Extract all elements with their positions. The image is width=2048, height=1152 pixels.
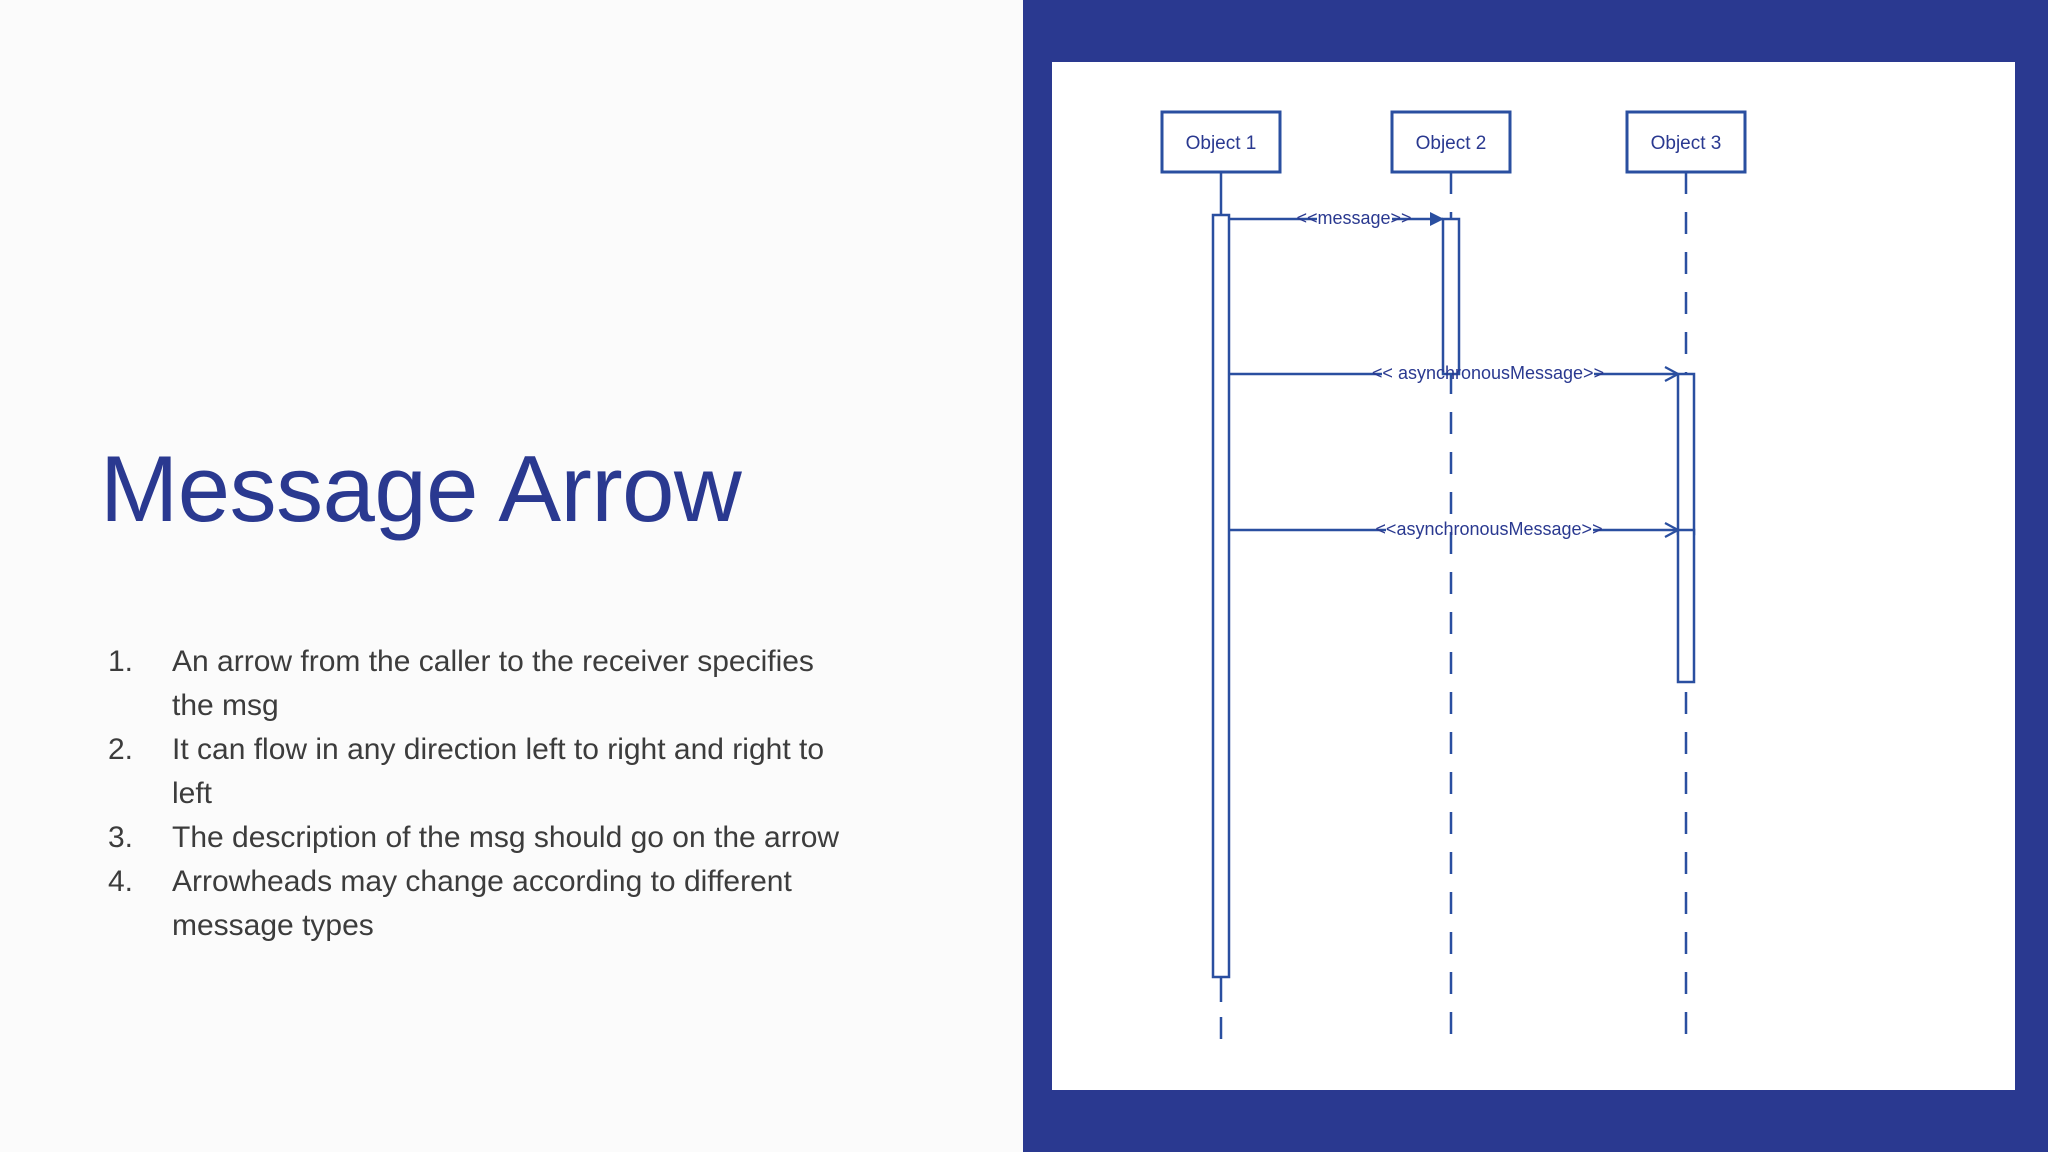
message-arrow-2: << asynchronousMessage>> <box>1229 363 1678 383</box>
message-arrow-1: <<message>> <box>1229 208 1444 228</box>
list-item-text: The description of the msg should go on … <box>172 821 840 854</box>
object-2-group: Object 2 <box>1390 110 1512 1047</box>
object-box-label: Object 3 <box>1651 133 1722 154</box>
diagram-frame: Object 1 Object 2 Object 3 <box>1023 0 2048 1152</box>
list-item-text: Arrowheads may change according to diffe… <box>172 865 792 942</box>
list-item: 3. The description of the msg should go … <box>100 816 900 860</box>
list-item: 1. An arrow from the caller to the recei… <box>100 640 900 728</box>
object-1-activation-bar <box>1211 213 1231 979</box>
left-content-pane: Message Arrow 1. An arrow from the calle… <box>0 0 1023 1152</box>
list-item: 4. Arrowheads may change according to di… <box>100 860 900 948</box>
object-3-activation-bar-1 <box>1676 372 1696 536</box>
list-item-text: It can flow in any direction left to rig… <box>172 733 825 810</box>
message-arrow-2-label: << asynchronousMessage>> <box>1372 363 1604 383</box>
sequence-diagram-canvas: Object 1 Object 2 Object 3 <box>1052 62 2015 1090</box>
object-2-activation-bar <box>1441 217 1461 376</box>
list-item-text: An arrow from the caller to the receiver… <box>172 645 814 722</box>
list-item-number: 3. <box>108 821 134 854</box>
page-title: Message Arrow <box>100 436 742 541</box>
message-arrow-3: <<asynchronousMessage>> <box>1229 519 1678 539</box>
object-box-object-1 <box>1160 110 1282 174</box>
numbered-bullet-list: 1. An arrow from the caller to the recei… <box>100 640 900 948</box>
object-box-label: Object 1 <box>1186 133 1257 154</box>
list-item-number: 4. <box>108 865 134 898</box>
object-3-activation-bar-2 <box>1676 528 1696 684</box>
list-item: 2. It can flow in any direction left to … <box>100 728 900 816</box>
list-item-number: 2. <box>108 733 134 766</box>
message-arrow-3-label: <<asynchronousMessage>> <box>1375 519 1602 539</box>
object-box-object-3 <box>1625 110 1747 174</box>
list-item-number: 1. <box>108 645 134 678</box>
object-box-label: Object 2 <box>1416 133 1487 154</box>
object-3-group: Object 3 <box>1625 110 1747 1047</box>
object-1-group: Object 1 <box>1160 110 1282 1047</box>
uml-sequence-diagram: Object 1 Object 2 Object 3 <box>1160 110 1747 1047</box>
message-arrow-1-label: <<message>> <box>1296 208 1411 228</box>
